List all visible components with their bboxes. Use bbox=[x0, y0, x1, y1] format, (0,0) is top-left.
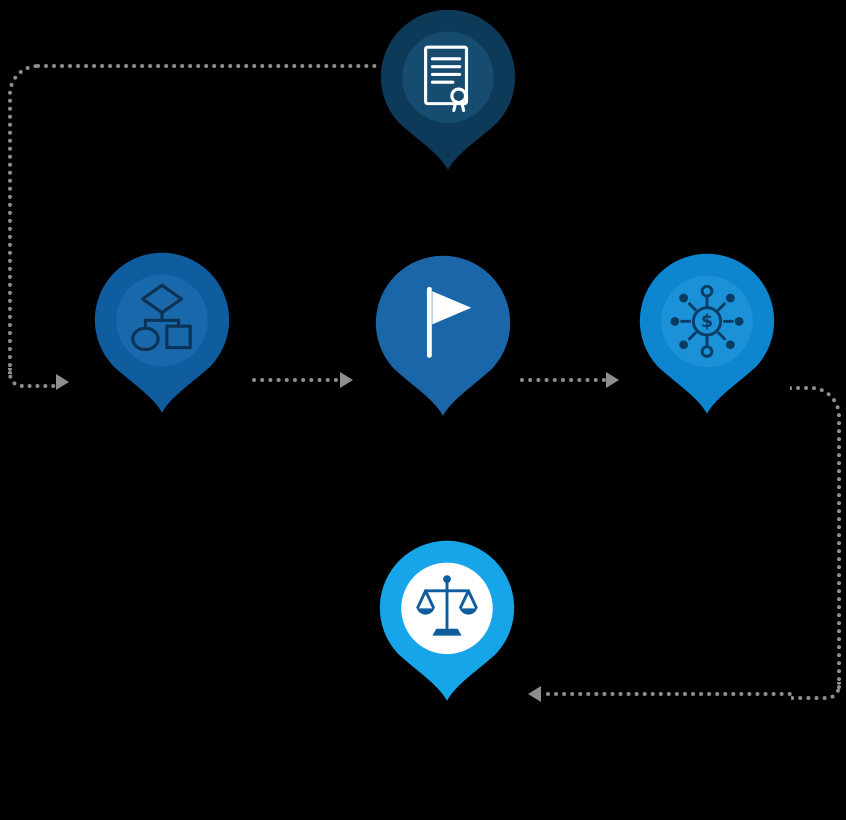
scales-icon bbox=[416, 575, 478, 636]
network-nodes bbox=[670, 293, 744, 350]
connector-segment bbox=[252, 378, 338, 382]
connector-segment bbox=[520, 378, 606, 382]
arrowhead-right-icon bbox=[56, 374, 69, 390]
arrowhead-right-icon bbox=[340, 372, 353, 388]
flag-pennant bbox=[432, 291, 472, 325]
connector-segment bbox=[8, 368, 58, 388]
flowchart-pin bbox=[89, 249, 235, 417]
flowchart-icon bbox=[131, 283, 192, 352]
pin-inner-disk bbox=[402, 31, 494, 124]
connector-segment bbox=[546, 692, 792, 696]
dollar-network-icon: $ bbox=[670, 284, 744, 358]
arrowhead-left-icon bbox=[528, 686, 541, 702]
scales-filled-parts bbox=[416, 575, 478, 636]
connector-segment bbox=[790, 386, 841, 690]
flag-pin bbox=[370, 252, 516, 420]
scales-pin bbox=[374, 537, 520, 705]
connector-segment bbox=[791, 682, 841, 700]
certificate-document-icon bbox=[424, 45, 469, 112]
certificate-pin bbox=[375, 6, 521, 174]
dollar-network-pin: $ bbox=[634, 250, 780, 418]
arrowhead-right-icon bbox=[606, 372, 619, 388]
pin-inner-disk bbox=[397, 277, 489, 370]
flag-icon bbox=[426, 286, 472, 358]
dollar-symbol: $ bbox=[701, 312, 713, 332]
